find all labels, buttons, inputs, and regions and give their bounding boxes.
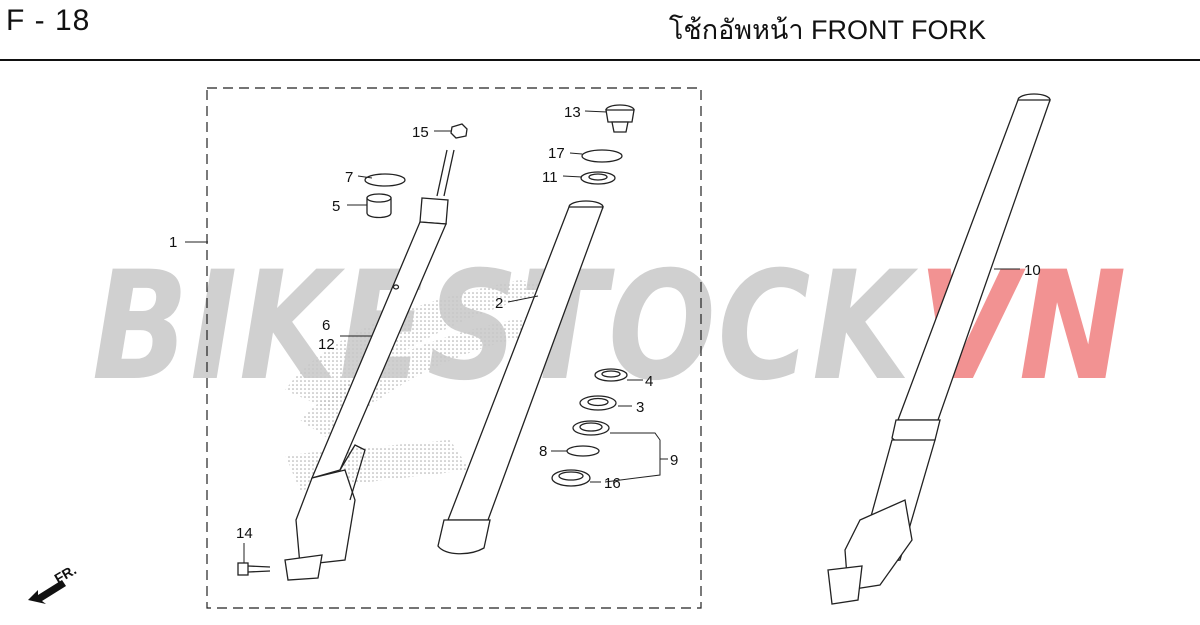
bushing-part-4 <box>594 368 628 382</box>
callout-5: 5 <box>332 198 340 215</box>
clip-part-8 <box>566 445 600 457</box>
group-bracket-9 <box>604 432 668 483</box>
page-title: โช้กอัพหน้า FRONT FORK <box>668 15 986 45</box>
front-direction-indicator: FR. <box>28 561 79 604</box>
callout-8: 8 <box>539 443 547 460</box>
complete-fork-part <box>827 93 1051 605</box>
oil-seal-part <box>572 420 610 436</box>
damper-assembly <box>284 149 455 581</box>
callout-3: 3 <box>636 399 644 416</box>
dust-seal-part-16 <box>551 469 591 487</box>
callout-12: 12 <box>318 336 335 353</box>
direction-arrow-icon <box>28 580 66 604</box>
seal-part-11 <box>580 171 616 185</box>
ring-part-7 <box>364 173 406 187</box>
callout-2: 2 <box>495 295 503 312</box>
page-code: F - 18 <box>6 4 91 37</box>
assembly-boundary <box>206 87 702 609</box>
nut-part <box>450 123 468 139</box>
callout-6: 6 <box>322 317 330 334</box>
callout-16: 16 <box>604 475 621 492</box>
leader-lines <box>185 110 1020 563</box>
callout-7: 7 <box>345 169 353 186</box>
collar-part <box>366 193 392 219</box>
fork-tube-part <box>437 200 604 555</box>
callout-17: 17 <box>548 145 565 162</box>
callouts: 1 2 3 4 5 6 7 8 9 10 11 12 13 14 15 16 1… <box>169 104 1041 542</box>
callout-14: 14 <box>236 525 253 542</box>
o-ring-part-17 <box>581 149 623 163</box>
callout-15: 15 <box>412 124 429 141</box>
callout-1: 1 <box>169 234 177 251</box>
callout-11: 11 <box>542 169 558 186</box>
callout-4: 4 <box>645 373 653 390</box>
washer-part-3 <box>579 395 617 411</box>
cap-bolt-part <box>605 104 635 133</box>
callout-10: 10 <box>1024 262 1041 279</box>
callout-9: 9 <box>670 452 678 469</box>
header-rule <box>0 59 1200 61</box>
bolt-part <box>237 562 271 576</box>
callout-13: 13 <box>564 104 581 121</box>
direction-label: FR. <box>52 561 80 586</box>
